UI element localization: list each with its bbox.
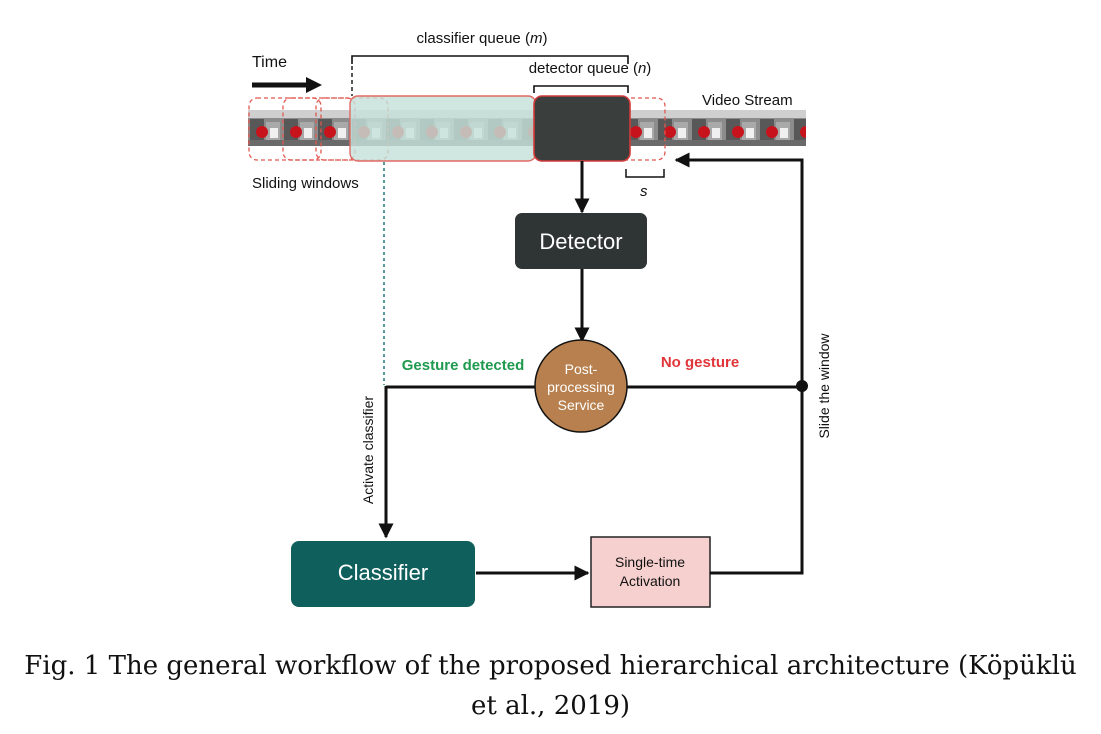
classifier-queue-window (349, 95, 537, 162)
classifier-queue-brace (351, 55, 629, 64)
post-processing-line-2: processing (547, 379, 615, 395)
workflow-diagram: Time classifier queue (m) detector queue… (248, 30, 832, 608)
detector-box (515, 213, 647, 269)
junction-dot (796, 380, 808, 392)
gesture-detected-label: Gesture detected (402, 357, 525, 374)
detector-queue-brace (533, 85, 629, 93)
stride-label: s (640, 183, 648, 200)
time-arrow-head (306, 77, 322, 93)
slide-window-label: Slide the window (816, 333, 832, 439)
video-stream-label: Video Stream (702, 92, 793, 109)
detector-queue-label: detector queue (n) (529, 60, 652, 77)
no-gesture-label: No gesture (661, 354, 739, 371)
figure-caption: Fig. 1 The general workflow of the propo… (0, 646, 1101, 726)
single-time-line-1: Single-time (615, 554, 685, 570)
post-processing-line-1: Post- (565, 361, 598, 377)
post-processing-node (534, 339, 628, 433)
classifier-queue-label: classifier queue (m) (417, 30, 548, 47)
detector-queue-window (533, 95, 631, 162)
sliding-window-1 (248, 97, 322, 161)
time-label: Time (252, 54, 287, 71)
classifier-label: Classifier (338, 560, 428, 585)
post-processing-line-3: Service (558, 397, 605, 413)
detector-label: Detector (539, 229, 622, 254)
classifier-box (291, 541, 475, 607)
sliding-windows-label: Sliding windows (252, 175, 359, 192)
arrow-slide-window-loop (674, 152, 804, 575)
caption-line-1: Fig. 1 The general workflow of the propo… (24, 651, 1077, 681)
stride-brace (625, 169, 665, 178)
caption-line-2: et al., 2019) (470, 691, 631, 721)
single-time-line-2: Activation (620, 573, 681, 589)
single-time-activation-box (590, 536, 711, 608)
activate-classifier-label: Activate classifier (360, 396, 376, 504)
